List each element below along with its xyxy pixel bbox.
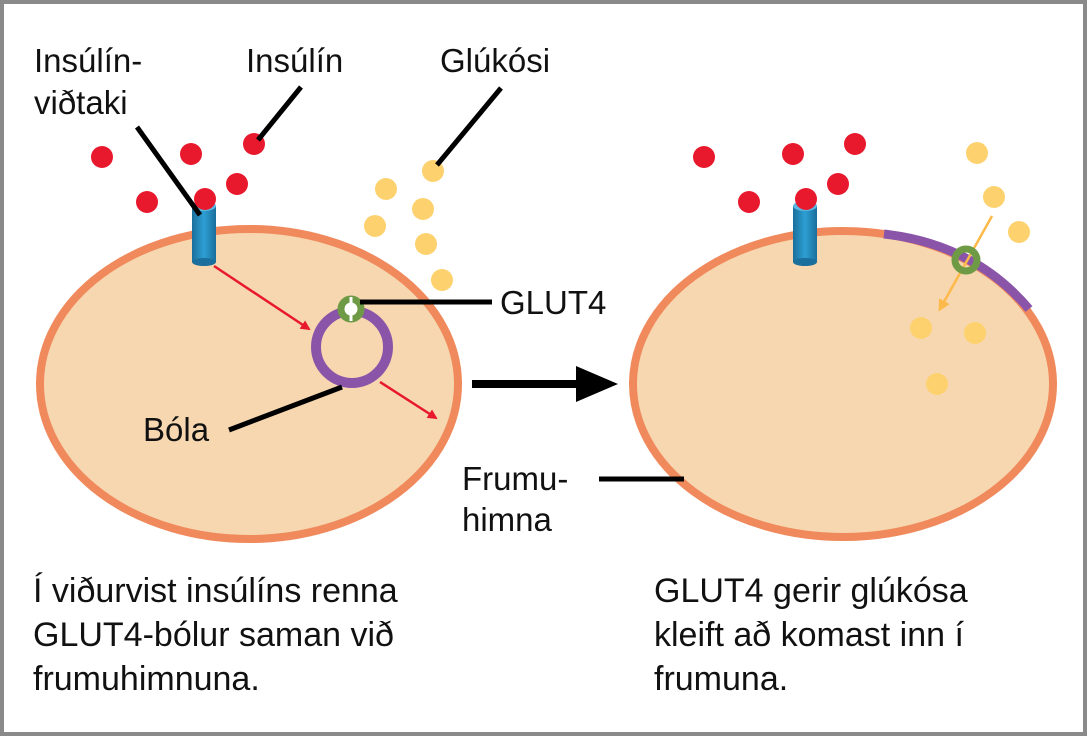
- left-caption: Í viðurvist insúlíns renna GLUT4-bólur s…: [33, 569, 398, 701]
- receptor-label: Insúlín-: [34, 42, 142, 79]
- glucose-dot: [964, 322, 986, 344]
- transition-arrow: [472, 366, 618, 402]
- glucose-leader: [435, 86, 503, 167]
- left-caption-line: Í viðurvist insúlíns renna: [33, 572, 398, 610]
- insulin-dot: [136, 191, 158, 213]
- right-caption-line: frumuna.: [654, 660, 789, 698]
- insulin-dot: [693, 146, 715, 168]
- glucose-dot: [1008, 221, 1030, 243]
- receptor-leader: [134, 125, 203, 217]
- insulin-label: Insúlín: [246, 42, 343, 79]
- left-caption-line: GLUT4-bólur saman við: [33, 616, 394, 654]
- glucose-label: Glúkósi: [440, 42, 550, 79]
- glucose-molecules-left: [364, 160, 453, 291]
- right-caption: GLUT4 gerir glúkósa kleift að komast inn…: [654, 569, 968, 701]
- glut4-in-membrane-icon: [951, 245, 981, 275]
- diagram-canvas: Insúlín- viðtaki Insúlín Glúkósi GLUT4 B…: [34, 42, 1057, 543]
- signal-arrow-2: [379, 380, 438, 420]
- fused-vesicle-membrane: [883, 229, 1033, 312]
- membrane-label: Frumu-: [462, 460, 568, 497]
- glucose-dot: [364, 215, 386, 237]
- insulin-dot: [91, 146, 113, 168]
- glucose-dot: [431, 269, 453, 291]
- insulin-dot: [827, 173, 849, 195]
- insulin-dot: [795, 188, 817, 210]
- insulin-receptor-right-icon: [793, 201, 817, 266]
- insulin-molecules-left: [91, 133, 265, 213]
- insulin-dot: [782, 143, 804, 165]
- glut4-label: GLUT4: [500, 284, 606, 321]
- glucose-dot: [910, 317, 932, 339]
- right-cell: [629, 227, 1057, 541]
- glucose-entry-arrow: [938, 215, 994, 312]
- signal-arrow-1: [213, 264, 311, 331]
- membrane-label: himna: [462, 501, 553, 538]
- insulin-leader: [256, 85, 303, 142]
- glucose-dot: [415, 233, 437, 255]
- insulin-dot: [180, 143, 202, 165]
- leader-lines: [134, 85, 684, 482]
- glucose-molecules-right: [910, 142, 1030, 395]
- right-caption-line: GLUT4 gerir glúkósa: [654, 572, 968, 610]
- insulin-dot: [226, 173, 248, 195]
- vesicle-label: Bóla: [143, 411, 210, 448]
- glucose-dot: [375, 178, 397, 200]
- insulin-dot: [738, 191, 760, 213]
- insulin-dot: [194, 188, 216, 210]
- glucose-dot: [926, 373, 948, 395]
- vesicle-leader: [228, 384, 343, 433]
- insulin-molecules-right: [693, 133, 866, 213]
- glucose-dot: [966, 142, 988, 164]
- glucose-dot: [412, 198, 434, 220]
- insulin-dot: [844, 133, 866, 155]
- receptor-label: viðtaki: [34, 84, 128, 121]
- left-cell-body: [36, 225, 462, 543]
- left-caption-line: frumuhimnuna.: [33, 660, 260, 698]
- left-cell: [36, 225, 462, 543]
- glucose-dot: [983, 186, 1005, 208]
- right-caption-line: kleift að komast inn í: [654, 616, 964, 654]
